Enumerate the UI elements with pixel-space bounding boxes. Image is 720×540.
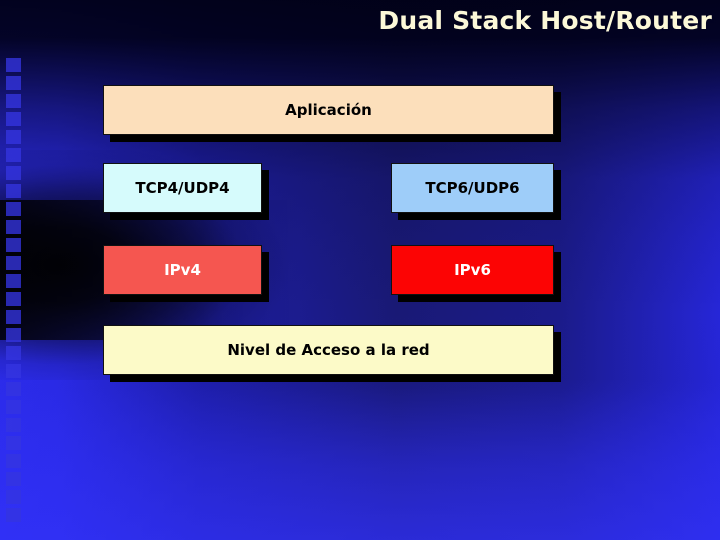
decorative-square xyxy=(6,130,21,144)
decorative-square xyxy=(6,184,21,198)
decorative-square xyxy=(6,418,21,432)
stack-layer-label: Nivel de Acceso a la red xyxy=(227,341,430,359)
decorative-square xyxy=(6,76,21,90)
decorative-square xyxy=(6,202,21,216)
decorative-square xyxy=(6,238,21,252)
stack-layer-label: TCP4/UDP4 xyxy=(135,179,230,197)
decorative-square xyxy=(6,94,21,108)
decorative-square xyxy=(6,292,21,306)
decorative-square xyxy=(6,490,21,504)
decorative-square xyxy=(6,436,21,450)
stack-layer-tcp6-udp6: TCP6/UDP6 xyxy=(391,163,554,213)
decorative-square xyxy=(6,454,21,468)
decorative-square xyxy=(6,364,21,378)
stack-layer-ipv4: IPv4 xyxy=(103,245,262,295)
slide-background-bottom-glow xyxy=(0,380,720,540)
stack-layer-nivel-acceso-a-la-red: Nivel de Acceso a la red xyxy=(103,325,554,375)
decorative-square xyxy=(6,220,21,234)
stack-layer-label: Aplicación xyxy=(285,101,372,119)
decorative-square xyxy=(6,400,21,414)
decorative-square xyxy=(6,148,21,162)
stack-layer-aplicacion: Aplicación xyxy=(103,85,554,135)
decorative-square xyxy=(6,472,21,486)
decorative-square xyxy=(6,112,21,126)
stack-layer-ipv6: IPv6 xyxy=(391,245,554,295)
decorative-square xyxy=(6,346,21,360)
decorative-square xyxy=(6,508,21,522)
stack-layer-label: IPv4 xyxy=(164,261,201,279)
stack-layer-label: TCP6/UDP6 xyxy=(425,179,520,197)
stack-layer-label: IPv6 xyxy=(454,261,491,279)
decorative-left-strip xyxy=(6,58,21,528)
decorative-square xyxy=(6,58,21,72)
stack-layer-tcp4-udp4: TCP4/UDP4 xyxy=(103,163,262,213)
decorative-square xyxy=(6,166,21,180)
decorative-square xyxy=(6,274,21,288)
decorative-square xyxy=(6,328,21,342)
slide-title: Dual Stack Host/Router xyxy=(378,6,712,35)
decorative-square xyxy=(6,310,21,324)
decorative-square xyxy=(6,382,21,396)
decorative-square xyxy=(6,256,21,270)
